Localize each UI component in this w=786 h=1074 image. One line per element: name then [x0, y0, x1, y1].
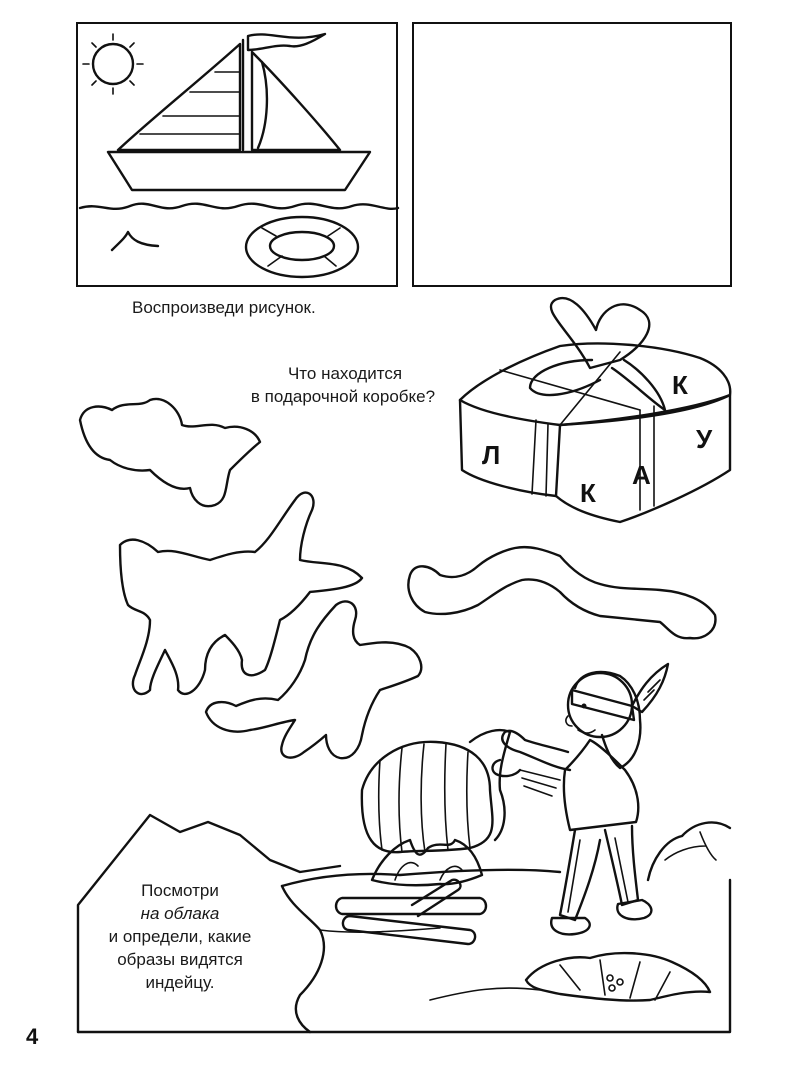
- gift-letter-k2: К: [672, 370, 688, 400]
- clouds-instruction-line4: образы видятся: [117, 950, 243, 969]
- cloud-fish: [78, 397, 262, 508]
- sailboat-picture-frame: [76, 22, 398, 287]
- gift-letter-u: У: [696, 424, 713, 454]
- clouds-instruction-line2: на облака: [140, 904, 220, 923]
- clouds-instruction-line1: Посмотри: [141, 881, 219, 900]
- clouds-instruction-line5: индейцу.: [145, 973, 215, 992]
- cloud-horse: [118, 491, 364, 696]
- empty-drawing-frame[interactable]: [412, 22, 732, 287]
- gift-letter-k1: К: [580, 478, 596, 508]
- sun-icon: [82, 33, 144, 95]
- page-number: 4: [26, 1024, 39, 1049]
- gift-letter-a: А: [632, 460, 651, 490]
- gift-letter-l: Л: [482, 440, 501, 470]
- cloud-worm: [407, 545, 717, 640]
- gift-question-line2: в подарочной коробке?: [250, 387, 436, 406]
- copy-instruction: Воспроизведи рисунок.: [132, 298, 316, 317]
- gift-question-line1: Что находится: [287, 364, 403, 383]
- cloud-dog: [204, 600, 423, 760]
- clouds-instruction-line3: и определи, какие: [108, 927, 252, 946]
